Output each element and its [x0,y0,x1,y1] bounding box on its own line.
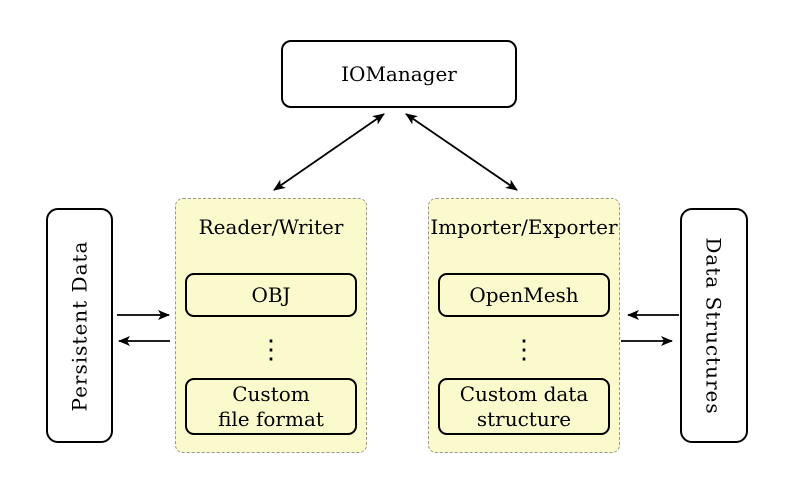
node-data-structures: Data Structures [680,208,748,443]
node-openmesh: OpenMesh [438,273,610,317]
node-custom-file-format-line1: Custom [232,381,310,406]
node-custom-data-structure: Custom data structure [438,378,610,435]
arrow-iomanager-importer-exporter [405,113,518,191]
node-custom-data-structure-line2: structure [476,406,572,431]
node-custom-file-format: Custom file format [185,378,357,435]
reader-writer-ellipsis: ⋮ [258,335,284,365]
node-custom-data-structure-line1: Custom data [459,381,589,406]
node-data-structures-label: Data Structures [702,236,726,415]
node-custom-file-format-line2: file format [218,406,324,431]
group-importer-exporter: Importer/Exporter OpenMesh ⋮ Custom data… [428,198,620,453]
node-iomanager-label: IOManager [341,62,457,86]
arrow-iomanager-reader-writer [273,113,385,191]
group-importer-exporter-title: Importer/Exporter [430,215,618,239]
group-reader-writer: Reader/Writer OBJ ⋮ Custom file format [175,198,367,453]
node-persistent-data: Persistent Data [46,208,113,443]
node-obj-label: OBJ [251,282,291,307]
node-iomanager: IOManager [281,40,517,108]
node-persistent-data-label: Persistent Data [67,240,92,411]
importer-exporter-ellipsis: ⋮ [511,335,537,365]
node-obj: OBJ [185,273,357,317]
node-openmesh-label: OpenMesh [469,282,579,307]
group-reader-writer-title: Reader/Writer [198,215,344,239]
